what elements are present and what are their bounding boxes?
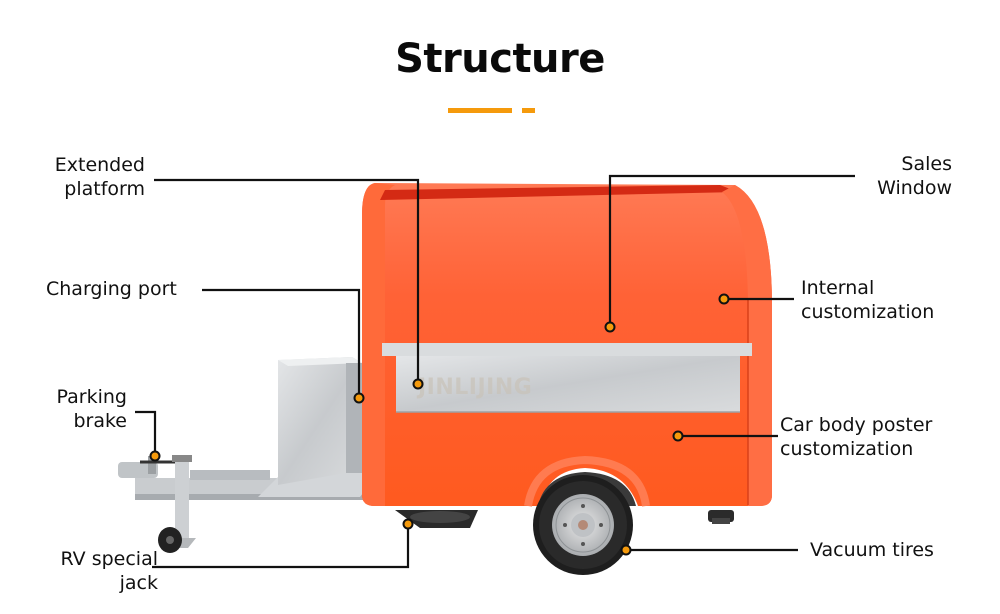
callout-parking-brake: Parking brake bbox=[57, 385, 127, 433]
callout-text: customization bbox=[801, 301, 935, 323]
dot-internal-customization bbox=[718, 293, 730, 305]
callout-text: Charging port bbox=[46, 278, 177, 300]
callout-vacuum-tires: Vacuum tires bbox=[810, 538, 934, 562]
callout-text: jack bbox=[119, 572, 158, 594]
callout-text: platform bbox=[64, 178, 145, 200]
dot-sales-window bbox=[604, 321, 616, 333]
callout-text: customization bbox=[780, 438, 914, 460]
callout-text: Internal bbox=[801, 277, 875, 299]
trailer-chassis bbox=[118, 455, 385, 553]
callout-extended-platform: Extended platform bbox=[55, 153, 145, 201]
brand-watermark: JINLIJING bbox=[418, 375, 533, 400]
dot-car-body-poster bbox=[672, 430, 684, 442]
title-underline-long bbox=[448, 108, 512, 113]
dot-charging-port bbox=[353, 392, 365, 404]
callout-internal-customization: Internal customization bbox=[801, 276, 934, 324]
undercarriage bbox=[395, 510, 734, 528]
page-title: Structure bbox=[395, 36, 605, 82]
callout-text: Vacuum tires bbox=[810, 539, 934, 561]
dot-extended-platform bbox=[412, 378, 424, 390]
title-underline-short bbox=[522, 108, 535, 113]
dot-vacuum-tires bbox=[620, 544, 632, 556]
callout-rv-special-jack: RV special jack bbox=[61, 547, 159, 595]
callout-sales-window: Sales Window bbox=[877, 152, 952, 200]
callout-text: Sales bbox=[901, 153, 952, 175]
callout-text: brake bbox=[73, 410, 127, 432]
callout-text: Extended bbox=[54, 154, 145, 176]
callout-charging-port: Charging port bbox=[46, 277, 177, 301]
callout-text: RV special bbox=[60, 548, 159, 570]
callout-text: Window bbox=[877, 177, 952, 199]
callout-text: Car body poster bbox=[780, 414, 933, 436]
callout-car-body-poster: Car body poster customization bbox=[780, 413, 932, 461]
dot-rv-jack bbox=[402, 518, 414, 530]
callout-text: Parking bbox=[56, 386, 127, 408]
dot-parking-brake bbox=[149, 450, 161, 462]
vacuum-tire-wheel bbox=[533, 475, 633, 575]
